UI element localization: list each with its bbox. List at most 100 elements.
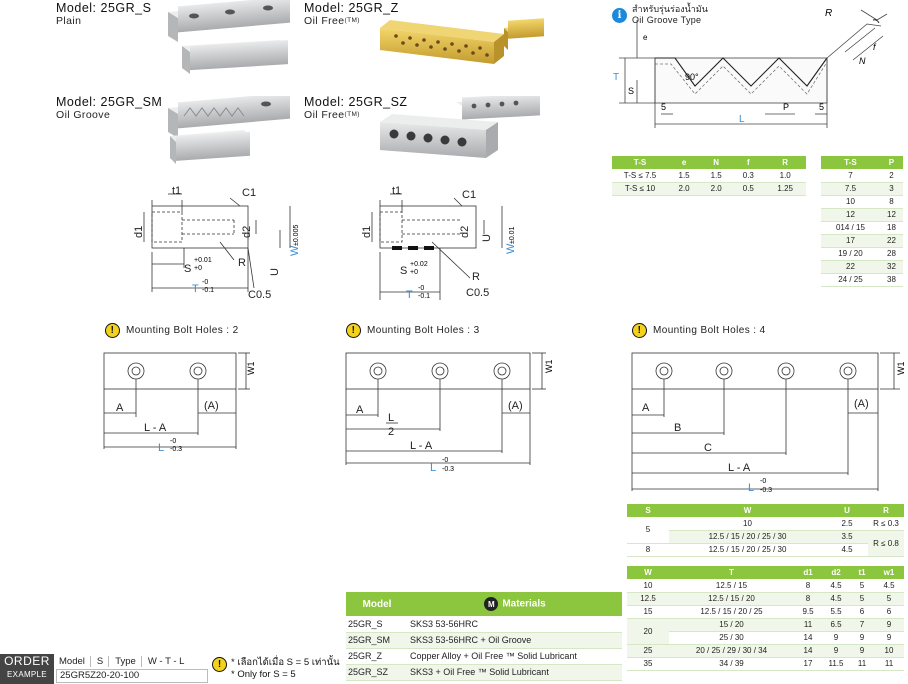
product-image-25gr-sm (168, 96, 290, 164)
svg-text:W1: W1 (544, 360, 554, 374)
svg-text:d1: d1 (361, 226, 373, 238)
svg-text:L: L (748, 482, 754, 494)
svg-text:t1: t1 (172, 185, 181, 197)
svg-text:e: e (643, 33, 648, 42)
svg-text:W1: W1 (246, 362, 256, 376)
svg-text:(A): (A) (508, 400, 523, 412)
warning-icon: ! (212, 657, 227, 672)
svg-text:5: 5 (819, 102, 824, 112)
warning-icon: ! (105, 323, 120, 338)
svg-text:R: R (825, 8, 832, 19)
svg-text:R: R (238, 257, 246, 269)
product-image-25gr-z (380, 18, 544, 64)
svg-text:P: P (783, 102, 789, 112)
groove-header: i สำหรับรุ่นร่องน้ำมัน Oil Groove Type (612, 4, 708, 26)
mount-drawing-2: A (A) L - A L -0 -0.3 W1 (103, 352, 256, 454)
svg-text:T: T (192, 283, 199, 295)
svg-text:-0: -0 (418, 285, 424, 292)
svg-text:-0.1: -0.1 (202, 287, 214, 294)
svg-text:d1: d1 (133, 226, 145, 238)
svg-text:C1: C1 (462, 189, 476, 201)
order-example-box: Model S Type W - T - L 25GR5Z20-20-100 (56, 654, 208, 684)
mount-heading-2: ! Mounting Bolt Holes : 2 (105, 323, 239, 338)
svg-text:L: L (388, 412, 394, 424)
svg-text:A: A (116, 402, 124, 414)
svg-text:-0: -0 (170, 438, 176, 445)
svg-text:+0.02: +0.02 (410, 261, 428, 268)
mount-heading-4: ! Mounting Bolt Holes : 4 (632, 323, 766, 338)
svg-text:±0.01: ±0.01 (509, 226, 516, 244)
svg-text:L: L (739, 114, 745, 125)
svg-text:W: W (505, 243, 517, 254)
svg-text:(A): (A) (854, 398, 869, 410)
order-example-label: ORDER EXAMPLE (0, 654, 54, 684)
material-icon: M (484, 597, 499, 611)
svg-text:L: L (430, 462, 436, 474)
svg-text:T: T (613, 72, 619, 83)
section-drawing-oil-free: t1 C1 d1 d2 U W ±0.01 S +0.02 +0 R T -0 … (361, 185, 517, 301)
svg-text:-0: -0 (442, 457, 448, 464)
svg-text:S: S (628, 86, 634, 96)
svg-text:+0.01: +0.01 (194, 257, 212, 264)
svg-text:90°: 90° (685, 72, 699, 82)
oil-groove-diagram: R f N e T S 90° 5 P 5 L (613, 8, 888, 128)
svg-text:B: B (674, 422, 681, 434)
info-icon: i (612, 7, 627, 23)
svg-text:L - A: L - A (410, 440, 433, 452)
svg-text:U: U (269, 268, 281, 276)
svg-text:R: R (472, 271, 480, 283)
svg-text:W1: W1 (896, 362, 906, 376)
svg-text:A: A (356, 404, 364, 416)
model-title-25gr-sm: Model: 25GR_SM Oil Groove (56, 95, 163, 121)
warning-icon: ! (346, 323, 361, 338)
svg-text:L - A: L - A (728, 462, 751, 474)
svg-text:S: S (400, 265, 407, 277)
svg-text:L: L (158, 442, 164, 454)
product-image-25gr-s (168, 0, 290, 74)
svg-text:f: f (873, 42, 877, 52)
svg-text:+0: +0 (194, 265, 202, 272)
mount-drawing-3: A (A) L 2 L - A L -0 -0.3 W1 (345, 352, 554, 474)
mount-heading-3: ! Mounting Bolt Holes : 3 (346, 323, 480, 338)
model-title-25gr-s: Model: 25GR_S Plain (56, 1, 152, 27)
svg-text:+0: +0 (410, 269, 418, 276)
svg-text:C0.5: C0.5 (248, 289, 271, 301)
product-image-25gr-sz (380, 96, 540, 158)
svg-text:N: N (859, 56, 866, 66)
model-title-25gr-sz: Model: 25GR_SZ Oil Free(TM) (304, 95, 408, 121)
svg-text:t1: t1 (392, 185, 401, 197)
model-title-25gr-z: Model: 25GR_Z Oil Free(TM) (304, 1, 399, 27)
svg-text:C0.5: C0.5 (466, 287, 489, 299)
svg-text:5: 5 (661, 102, 666, 112)
svg-text:d2: d2 (241, 226, 253, 238)
svg-text:-0.3: -0.3 (760, 487, 772, 494)
svg-text:C1: C1 (242, 187, 256, 199)
svg-text:-0.1: -0.1 (418, 293, 430, 300)
